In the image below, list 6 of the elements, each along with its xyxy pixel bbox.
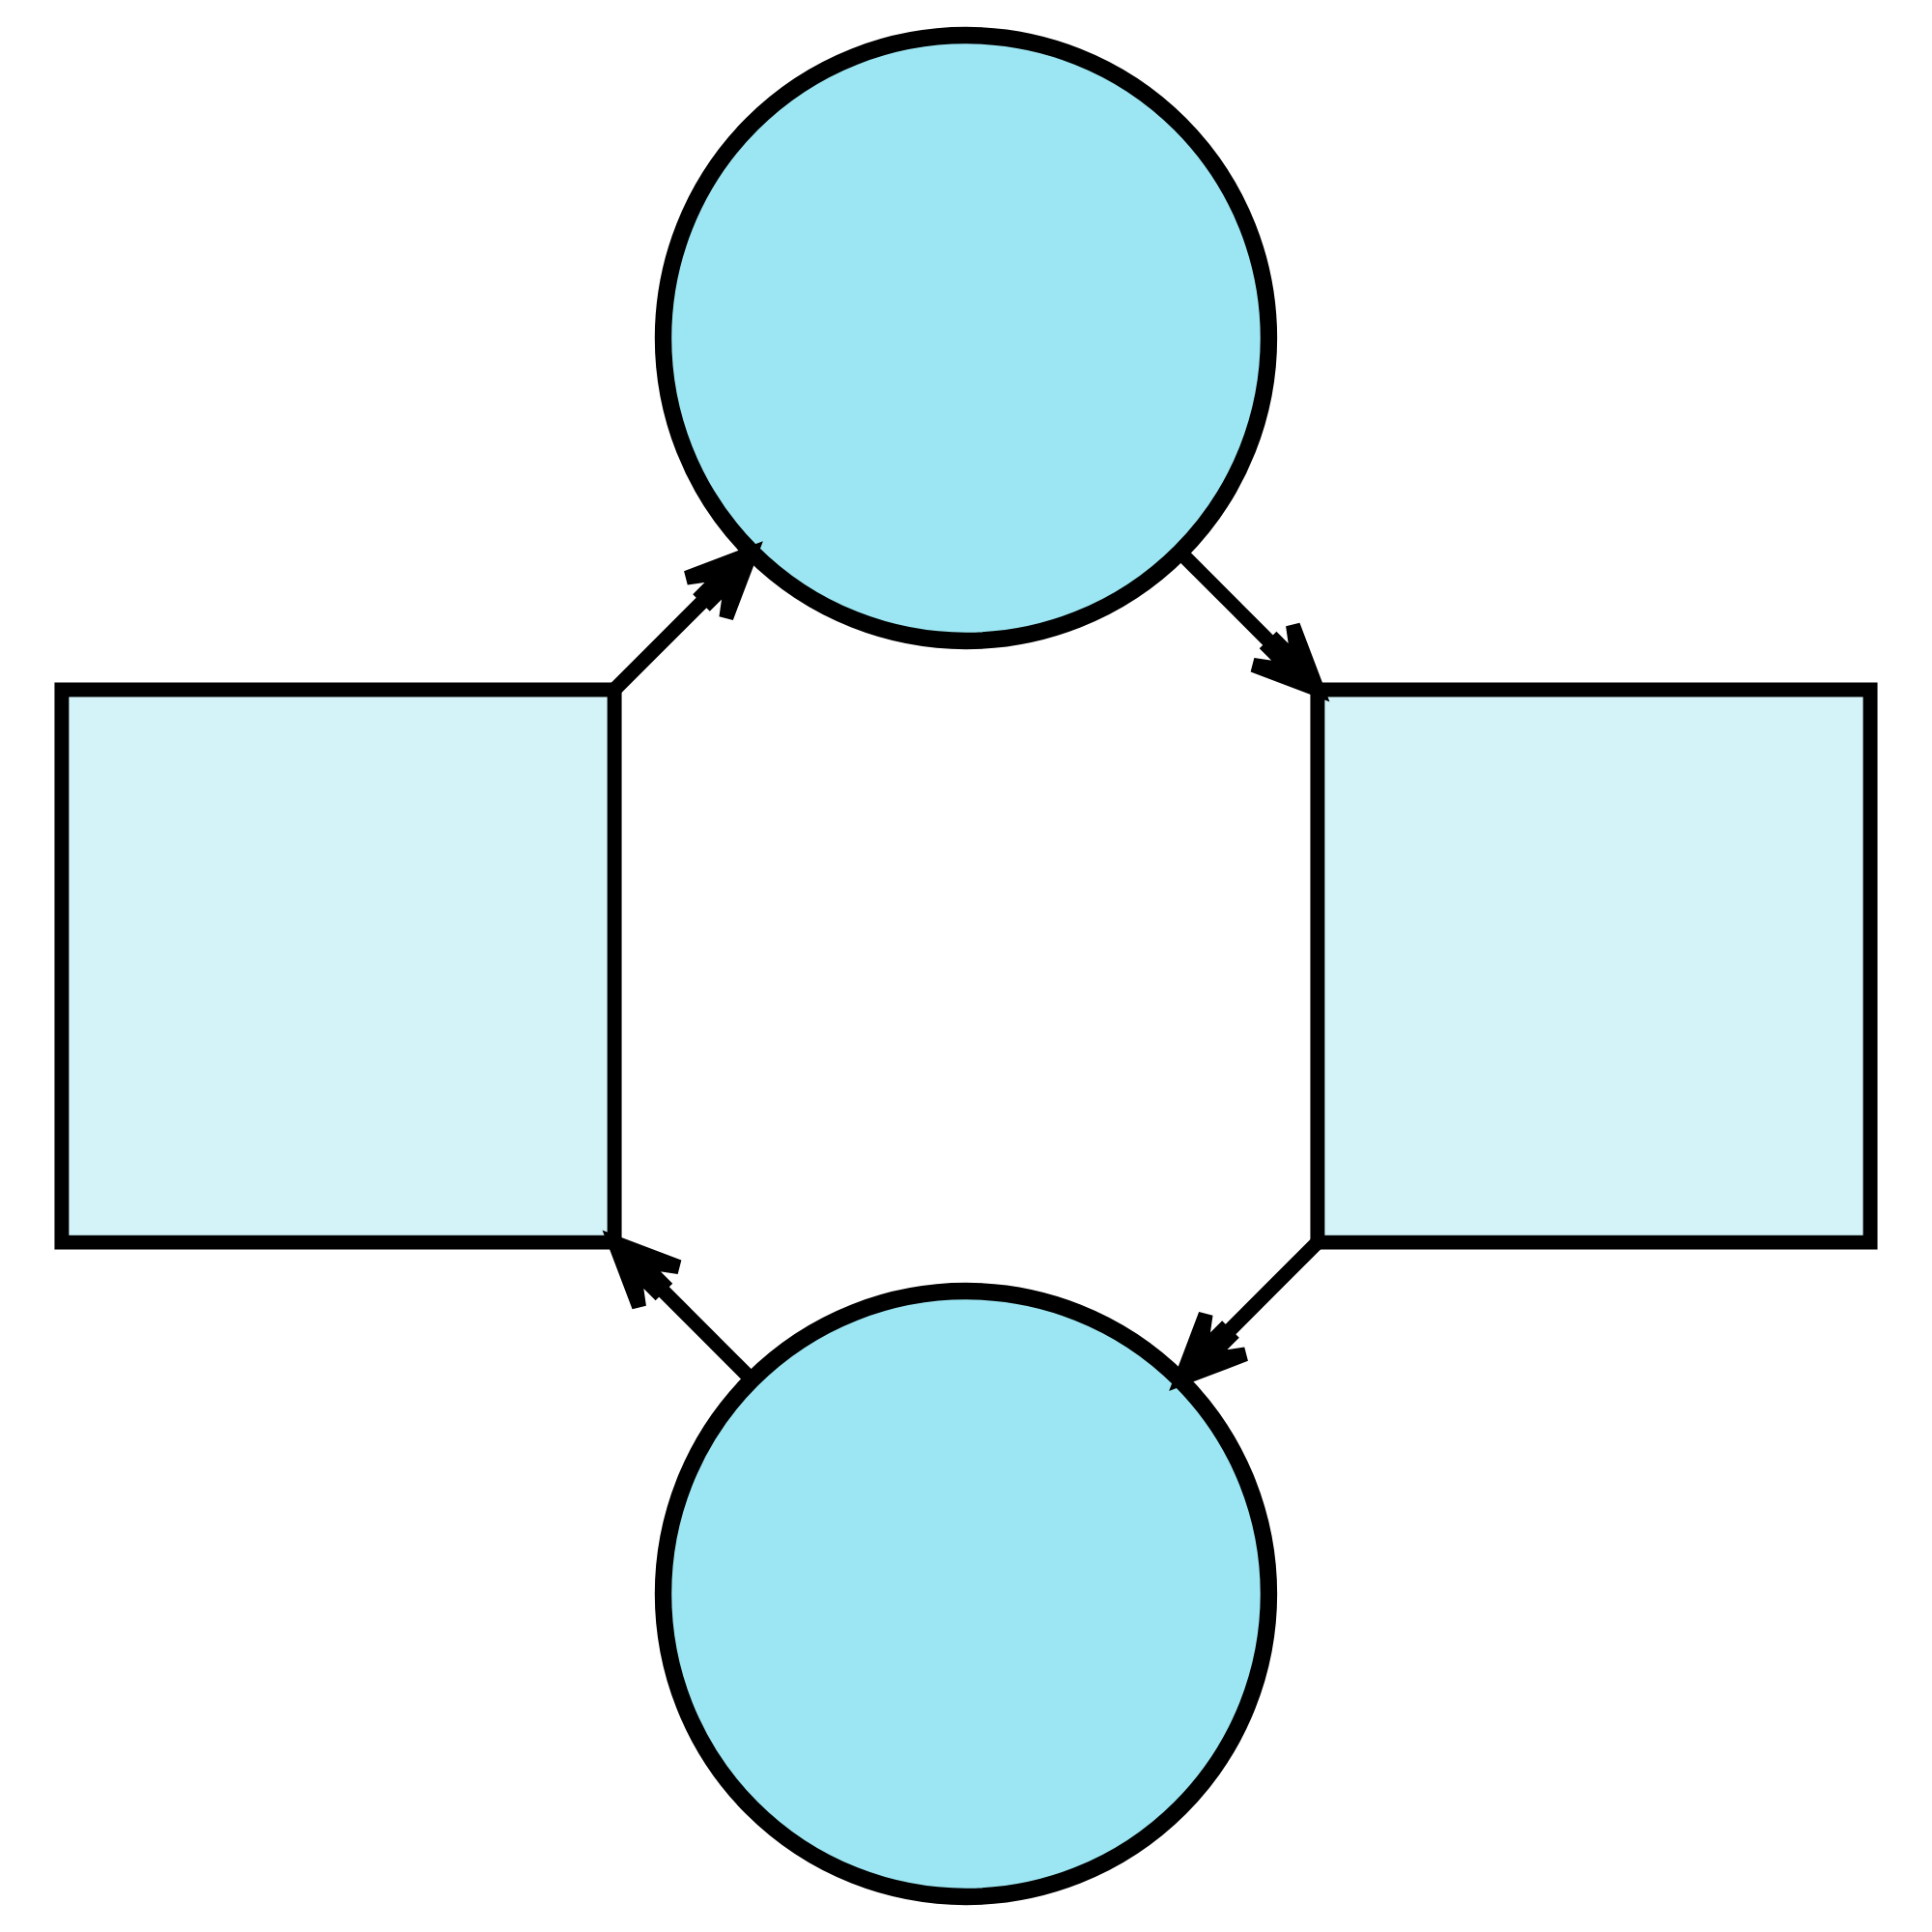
arrow [1174,1237,1322,1386]
node-box [1310,682,1878,1250]
node-box [54,682,622,1250]
arrow [1175,547,1325,697]
arrow [607,1235,757,1385]
arrow [610,546,758,695]
